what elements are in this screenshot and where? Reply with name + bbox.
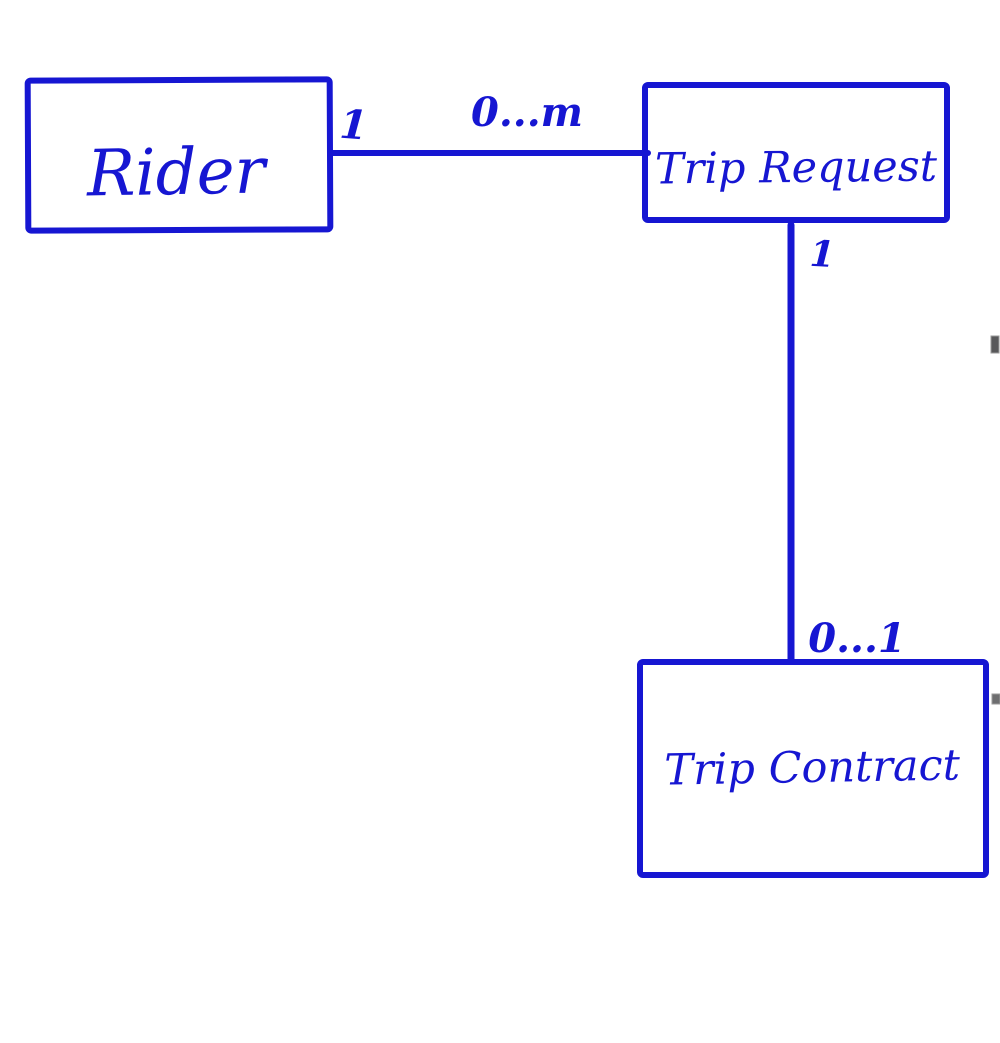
cardinality-contract-side: 0...1 [808,615,905,662]
cardinality-trip-request-side: 0...m [471,89,583,136]
entity-trip-request: Trip Request [642,82,950,223]
trip-contract-box[interactable] [637,659,989,878]
trip-request-label: Trip Request [655,142,938,195]
trip-contract-label: Trip Contract [664,740,961,795]
entity-rider: Rider [24,76,334,234]
rider-label: Rider [85,134,269,211]
right-edge-artifact-bottom [991,693,1000,705]
cardinality-rider-side: 1 [338,101,369,150]
entity-trip-contract: Trip Contract [637,659,989,878]
trip-request-box[interactable] [642,82,950,223]
rider-box[interactable] [24,76,334,234]
cardinality-request-side: 1 [809,233,836,276]
right-edge-artifact-top [990,335,1000,354]
